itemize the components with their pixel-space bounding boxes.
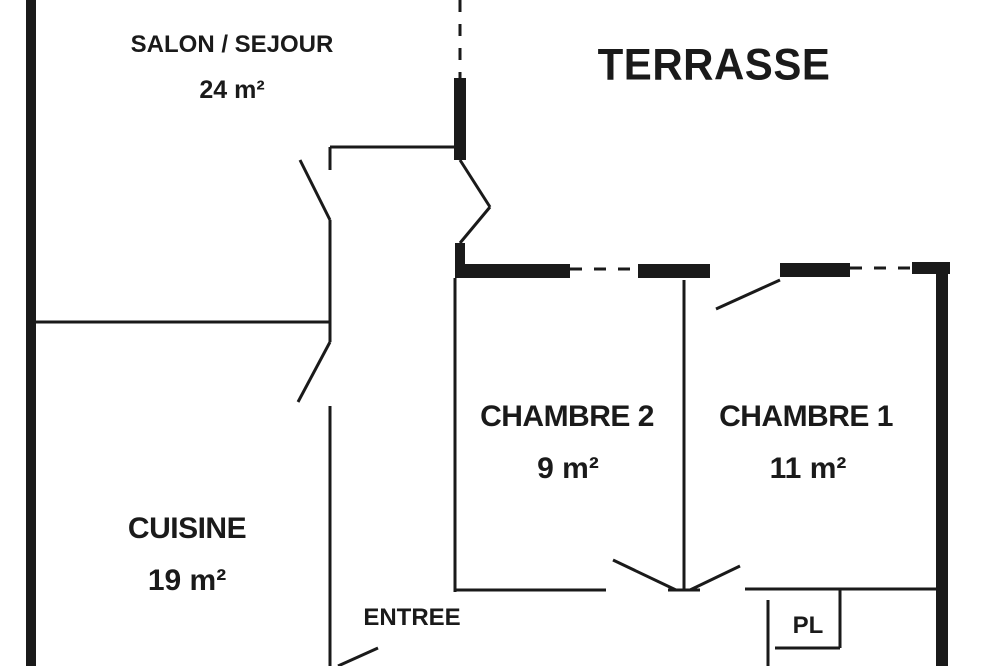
- terrace-door-leaf-1: [458, 159, 492, 208]
- chambre1-door-leaf: [689, 564, 741, 592]
- chambre2-name: CHAMBRE 2: [480, 400, 654, 433]
- cuisine-name: CUISINE: [127, 512, 247, 545]
- salon-door-leaf: [298, 159, 332, 221]
- chambre1-name: CHAMBRE 1: [719, 400, 893, 433]
- salon-name: SALON / SEJOUR: [130, 31, 334, 58]
- entree-name: ENTREE: [363, 604, 461, 631]
- entree-door-leaf: [337, 646, 379, 666]
- cuisine-door-leaf: [296, 341, 332, 403]
- terrasse-name: TERRASSE: [597, 39, 831, 90]
- cuisine-area: 19 m²: [147, 564, 227, 597]
- salon-area: 24 m²: [199, 76, 265, 104]
- terrace-door-leaf-2: [458, 206, 492, 244]
- chambre2-area: 9 m²: [537, 452, 599, 485]
- chambre1-window-door-leaf: [715, 278, 781, 311]
- chambre2-door-leaf: [612, 558, 677, 592]
- placard-name: PL: [792, 612, 824, 639]
- chambre1-area: 11 m²: [769, 452, 847, 485]
